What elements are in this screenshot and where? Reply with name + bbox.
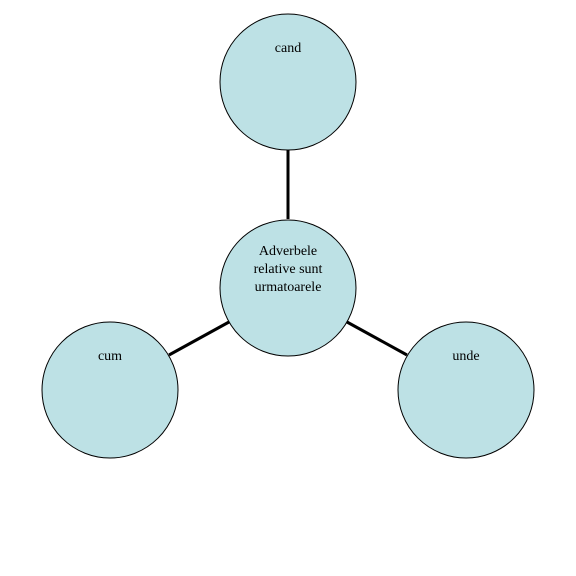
- node-center-label: Adverbele relative sunt urmatoarele: [253, 244, 323, 295]
- node-right-circle: [397, 321, 535, 459]
- node-center-circle: [219, 219, 357, 357]
- connector-center-left: [168, 320, 230, 357]
- node-right-label: unde: [452, 349, 480, 364]
- node-top-circle: [219, 13, 357, 151]
- node-left-circle: [41, 321, 179, 459]
- node-top-label: cand: [274, 41, 302, 56]
- connector-center-right: [346, 320, 408, 357]
- node-left-label: cum: [97, 349, 123, 364]
